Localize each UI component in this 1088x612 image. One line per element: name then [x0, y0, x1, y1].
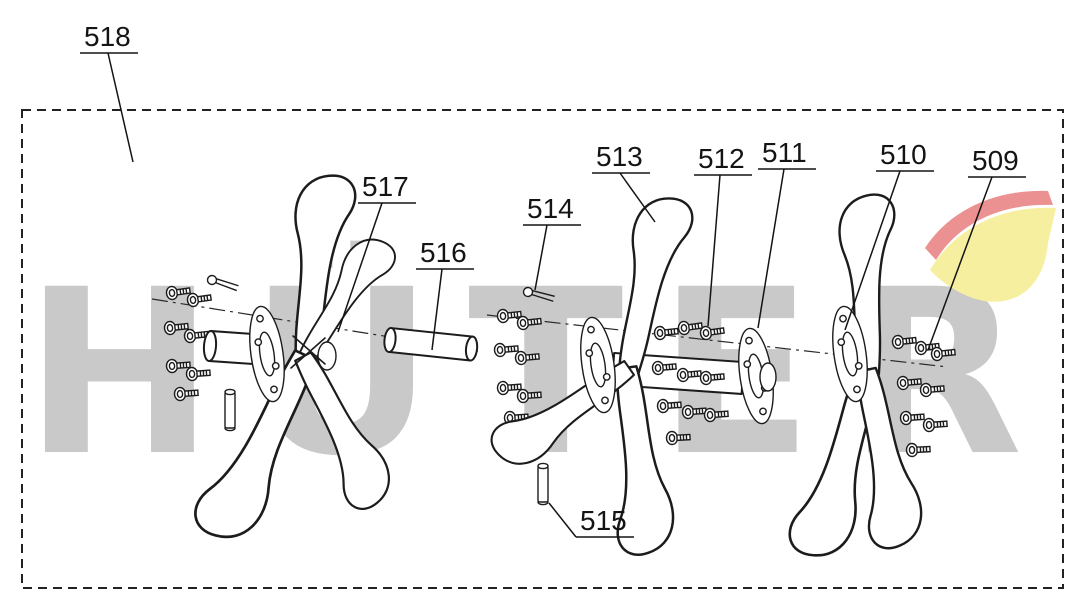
callout-leader — [707, 174, 721, 327]
callout-leader — [844, 170, 901, 331]
callout-leader — [757, 168, 785, 329]
part-label: 515 — [580, 505, 627, 536]
part-label: 513 — [596, 141, 643, 172]
logo-yellow-band — [930, 207, 1056, 302]
hub-boss-510 — [759, 362, 777, 392]
boundary-dashed-border — [21, 109, 1064, 589]
shaft-516 — [383, 327, 479, 362]
callout-leader — [107, 52, 134, 163]
part-callout-515: 515 — [548, 502, 634, 538]
part-label: 509 — [972, 145, 1019, 176]
hub-spider — [290, 335, 326, 369]
callout-leader — [534, 224, 548, 291]
part-label: 517 — [362, 171, 409, 202]
part-callout-518: 518 — [80, 21, 138, 163]
part-callout-509: 509 — [927, 145, 1026, 351]
logo-red-band — [925, 190, 1053, 260]
part-callout-517: 517 — [337, 171, 416, 333]
part-label: 512 — [698, 143, 745, 174]
part-label: 514 — [527, 193, 574, 224]
hub-boss — [317, 341, 337, 371]
part-callout-512: 512 — [694, 143, 752, 327]
spacer-tube-left — [202, 330, 260, 366]
part-callout-511: 511 — [757, 137, 816, 329]
callout-leader — [548, 502, 577, 538]
part-label: 510 — [880, 139, 927, 170]
callout-leader — [337, 202, 383, 333]
part-callout-510: 510 — [844, 139, 934, 331]
part-label: 516 — [420, 237, 467, 268]
part-label: 511 — [762, 137, 807, 168]
part-callout-513: 513 — [592, 141, 656, 223]
callout-leader — [927, 176, 993, 351]
part-callout-516: 516 — [416, 237, 474, 351]
callout-leader — [619, 172, 656, 223]
dowel-pin-515 — [537, 462, 549, 506]
rotor-assembly-left — [186, 170, 402, 552]
brand-logo — [925, 190, 1056, 302]
callout-leader — [431, 268, 443, 351]
part-callout-514: 514 — [523, 193, 581, 291]
dowel-pin-left — [224, 388, 236, 432]
part-label: 518 — [84, 21, 131, 52]
